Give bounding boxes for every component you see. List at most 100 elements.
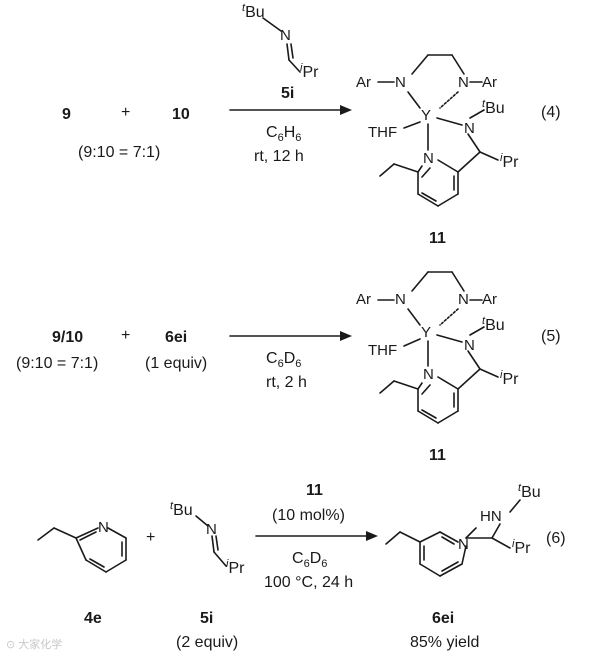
equation-number-5: (5): [541, 328, 561, 345]
arrow-head-eq4: [340, 105, 352, 115]
watermark-logo: ⊙ 大家化学: [6, 639, 63, 651]
solvent-sub-2: 6: [295, 132, 302, 144]
reactant-label-4e: 4e: [84, 610, 102, 627]
n-left-eq4: N: [395, 74, 406, 91]
reactant-9-10: 9/10: [52, 329, 84, 346]
ar-right-eq5: Ar: [482, 291, 497, 308]
solvent-c: C: [292, 550, 304, 567]
solvent-sub-2: 6: [321, 558, 328, 570]
n-pyridine-6ei: N: [458, 536, 469, 553]
solvent-d: D: [309, 550, 322, 567]
conditions-eq4: rt, 12 h: [254, 148, 304, 165]
solvent-sub-1: 6: [277, 132, 284, 144]
yttrium-eq4: Y: [421, 107, 432, 124]
tert-prefix: t: [242, 2, 246, 14]
butyl-label: Bu: [485, 100, 505, 117]
imine-5i-eq6-bonds: [195, 515, 227, 567]
tert-prefix: t: [482, 98, 486, 110]
propyl-label: Pr: [228, 560, 245, 577]
product-6ei-bonds: [385, 499, 521, 577]
n-pyridine-eq5: N: [423, 366, 434, 383]
propyl-label: Pr: [502, 154, 519, 171]
butyl-label: Bu: [521, 484, 541, 501]
n-pyridine-4e: N: [98, 519, 109, 536]
imine-nitrogen-eq6: N: [206, 521, 217, 538]
reactant-9: 9: [62, 106, 71, 123]
n-amido-eq4: N: [464, 120, 475, 137]
imine-5i-top-bonds: [262, 17, 301, 73]
thf-eq5: THF: [368, 342, 398, 359]
complex-11-eq4-bonds: [377, 54, 499, 207]
solvent-eq5: C6D6: [266, 350, 302, 370]
solvent-c: C: [266, 124, 278, 141]
solvent-sub-1: 6: [303, 558, 310, 570]
reactant-10: 10: [172, 106, 190, 123]
thf-eq4: THF: [368, 124, 398, 141]
tbu-6ei: tBu: [518, 482, 541, 503]
equation-number-4: (4): [541, 104, 561, 121]
ipr-6ei: iPr: [512, 538, 531, 559]
conditions-eq6: 100 °C, 24 h: [264, 574, 354, 591]
propyl-label: Pr: [502, 371, 519, 388]
propyl-label: Pr: [514, 540, 531, 557]
yield-6ei: 85% yield: [410, 634, 480, 651]
solvent-sub-1: 6: [277, 358, 284, 370]
equation-number-6: (6): [546, 530, 566, 547]
iso-prefix: i: [500, 369, 503, 381]
reactant-label-5i: 5i: [200, 610, 214, 627]
propyl-label: Pr: [302, 64, 319, 81]
solvent-d: D: [283, 350, 296, 367]
tbu-eq4: tBu: [482, 98, 505, 119]
tert-prefix: t: [482, 315, 486, 327]
iso-prefix: i: [512, 538, 515, 550]
imine-tbu-group: tBu: [242, 2, 265, 23]
imine-ipr-group: iPr: [300, 62, 319, 83]
tert-prefix: t: [518, 482, 522, 494]
solvent-sub-2: 6: [295, 358, 302, 370]
iso-prefix: i: [300, 62, 303, 74]
n-right-eq4: N: [458, 74, 469, 91]
imine-ipr-eq6: iPr: [226, 558, 245, 579]
butyl-label: Bu: [485, 317, 505, 334]
complex-11-eq5-bonds: [377, 271, 499, 424]
butyl-label: Bu: [245, 4, 265, 21]
reactant-6ei: 6ei: [165, 329, 188, 346]
ar-right-eq4: Ar: [482, 74, 497, 91]
n-amido-eq5: N: [464, 337, 475, 354]
n-pyridine-eq4: N: [423, 150, 434, 167]
arrow-head-eq6: [366, 531, 378, 541]
tbu-eq5: tBu: [482, 315, 505, 336]
ratio-eq5: (9:10 = 7:1): [16, 355, 99, 372]
butyl-label: Bu: [173, 502, 193, 519]
solvent-c: C: [266, 350, 278, 367]
tert-prefix: t: [170, 500, 174, 512]
yttrium-eq5: Y: [421, 324, 432, 341]
imine-nitrogen: N: [280, 27, 291, 44]
equiv-eq6: (2 equiv): [176, 634, 239, 651]
ipr-eq5: iPr: [500, 369, 519, 390]
catalyst-loading: (10 mol%): [272, 507, 345, 524]
n-right-eq5: N: [458, 291, 469, 308]
solvent-eq6: C6D6: [292, 550, 328, 570]
catalyst-11: 11: [306, 482, 323, 499]
product-label-11-eq5: 11: [429, 447, 446, 464]
reagent-label-5i: 5i: [281, 85, 295, 102]
ratio-eq4: (9:10 = 7:1): [78, 144, 161, 161]
hn-6ei: HN: [480, 508, 502, 525]
ar-left-eq4: Ar: [356, 74, 371, 91]
iso-prefix: i: [500, 152, 503, 164]
solvent-h: H: [283, 124, 296, 141]
plus-sign-eq4: +: [121, 104, 131, 121]
product-label-6ei: 6ei: [432, 610, 455, 627]
ethylpyridine-4e-bonds: [37, 527, 127, 573]
plus-sign-eq5: +: [121, 327, 131, 344]
equiv-eq5: (1 equiv): [145, 355, 208, 372]
plus-sign-eq6: +: [146, 529, 156, 546]
n-left-eq5: N: [395, 291, 406, 308]
conditions-eq5: rt, 2 h: [266, 374, 307, 391]
ipr-eq4: iPr: [500, 152, 519, 173]
iso-prefix: i: [226, 558, 229, 570]
arrow-head-eq5: [340, 331, 352, 341]
solvent-eq4: C6H6: [266, 124, 302, 144]
